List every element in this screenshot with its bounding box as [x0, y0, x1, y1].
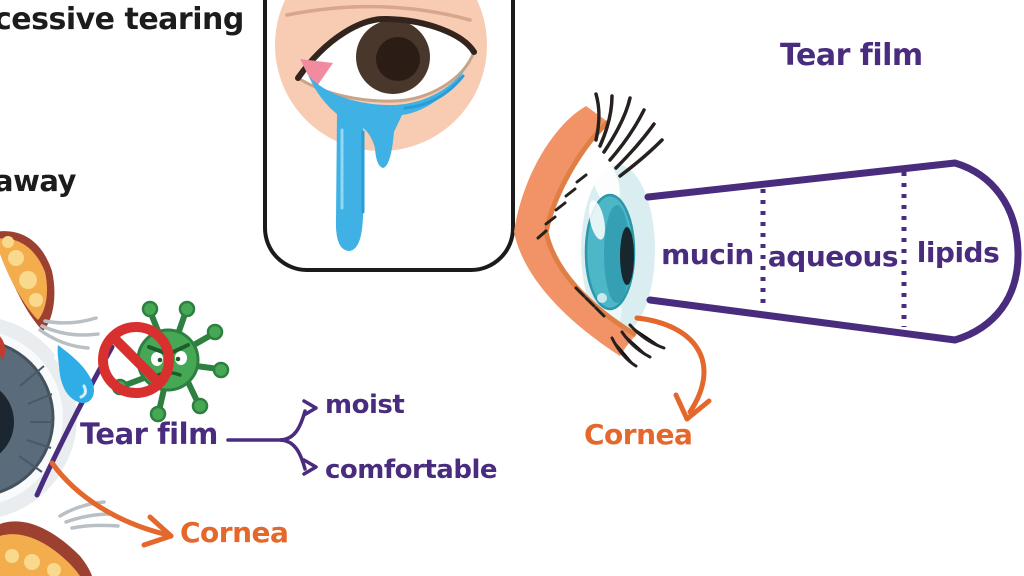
- layer-label-aqueous: aqueous: [767, 240, 899, 273]
- layer-label-mucin: mucin: [661, 238, 754, 271]
- tear-film-title: Tear film: [780, 38, 923, 73]
- tear-film-funnel: [644, 159, 1022, 344]
- eyelid-texture: [2, 236, 43, 307]
- eyelid-texture-lower: [5, 549, 61, 576]
- cornea-label-bottom: Cornea: [180, 516, 289, 549]
- benefit-label-comfortable: comfortable: [325, 455, 498, 485]
- upper-lash-strokes: [38, 316, 100, 350]
- cornea-arrow-icon: [49, 460, 174, 548]
- upper-lashes: [594, 92, 664, 178]
- no-germs-icon: [98, 300, 230, 423]
- cornea-arrow-icon: [634, 315, 712, 422]
- benefit-label-moist: moist: [325, 390, 405, 420]
- crying-eye-box: [263, 0, 515, 272]
- cornea-label-right: Cornea: [584, 418, 693, 451]
- iris-striations: [18, 365, 53, 473]
- crying-eye-icon: [275, 0, 487, 251]
- fork-bracket-icon: [226, 399, 318, 476]
- tear-film-label-bottom: Tear film: [80, 417, 218, 451]
- layer-label-lipids: lipids: [916, 236, 1000, 269]
- partial-text-away: away: [0, 164, 76, 198]
- eye-side-view-icon: [514, 92, 1022, 422]
- lash-ticks: [536, 173, 666, 368]
- partial-heading-excessive-tearing: cessive tearing: [0, 2, 244, 37]
